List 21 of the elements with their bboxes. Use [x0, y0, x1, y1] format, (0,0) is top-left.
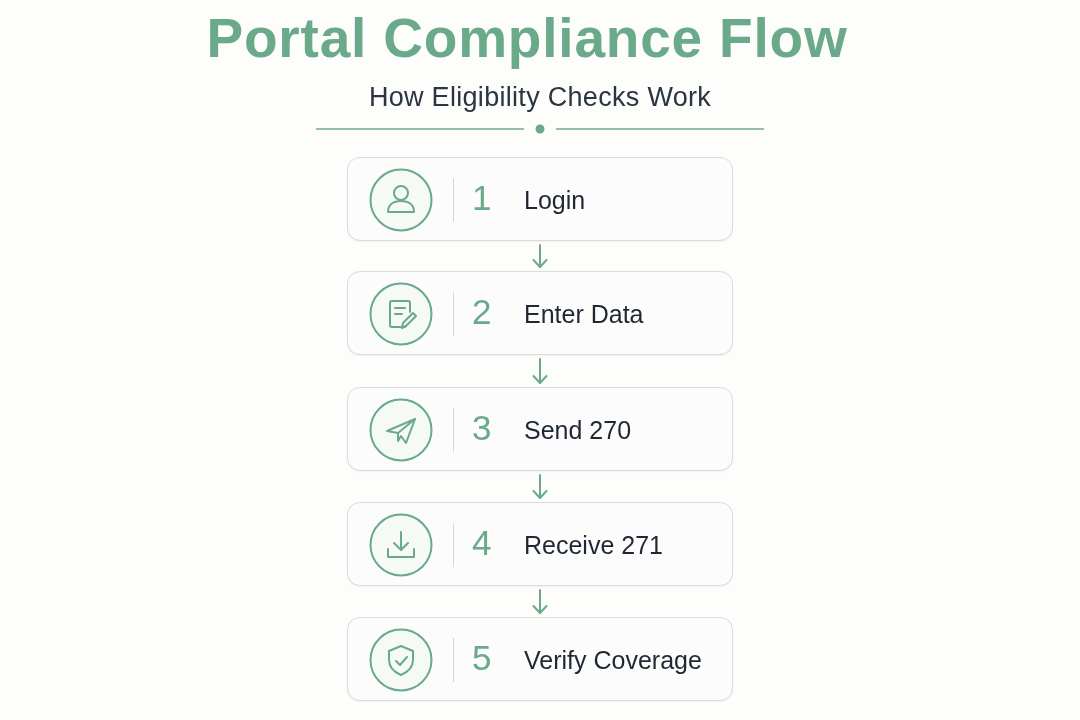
- arrow: [532, 474, 548, 499]
- step-label: Verify Coverage: [524, 645, 702, 675]
- step-label: Login: [524, 185, 586, 215]
- step-number: 2: [472, 292, 492, 332]
- step-card: [347, 387, 733, 471]
- step-label: Send 270: [524, 415, 632, 445]
- subtitle: How Eligibility Checks Work: [368, 82, 712, 112]
- step-label: Enter Data: [524, 299, 644, 329]
- arrow: [532, 244, 548, 268]
- step-label: Receive 271: [524, 530, 663, 560]
- step-card: [347, 502, 733, 586]
- title: Portal Compliance Flow: [206, 7, 848, 69]
- step-number: 1: [472, 178, 492, 218]
- step-card: [347, 617, 733, 701]
- step-number: 4: [472, 523, 492, 563]
- step-card: [347, 271, 733, 355]
- step-number: 3: [472, 408, 492, 448]
- arrow: [532, 358, 548, 384]
- step-number: 5: [472, 638, 492, 678]
- arrow: [532, 589, 548, 614]
- step-card: [347, 157, 733, 241]
